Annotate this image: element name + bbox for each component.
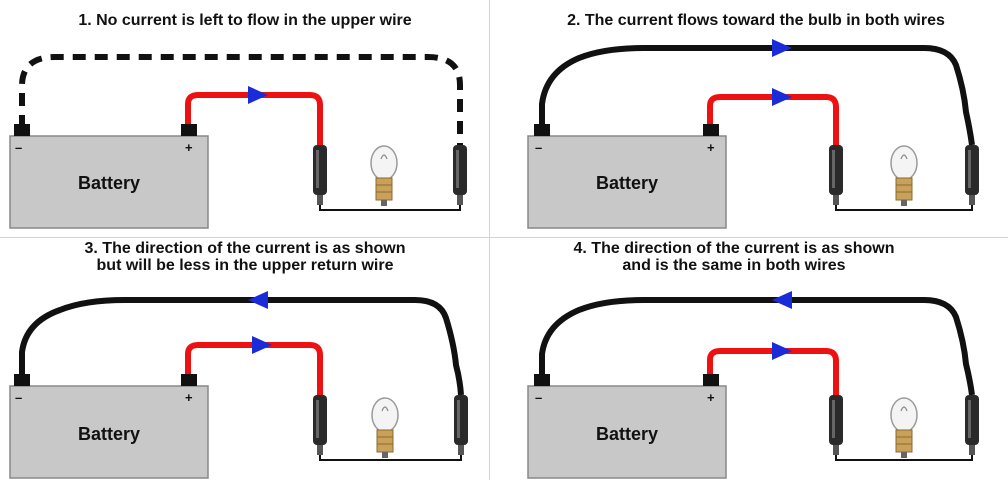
battery-label: Battery xyxy=(78,173,140,193)
bulb-lead-wire xyxy=(835,455,973,461)
positive-terminal xyxy=(181,124,197,136)
minus-sign: – xyxy=(535,390,542,405)
current-arrow-right xyxy=(772,342,792,360)
light-bulb xyxy=(890,397,918,458)
panel-3: 3. The direction of the current is as sh… xyxy=(0,240,504,480)
right-connector xyxy=(965,395,979,455)
bulb-lead-wire xyxy=(319,205,461,211)
black-upper-wire xyxy=(539,45,975,146)
left-connector xyxy=(313,145,327,205)
light-bulb xyxy=(890,145,918,206)
panel-3-caption: 3. The direction of the current is as sh… xyxy=(84,240,406,274)
battery-body xyxy=(527,385,727,479)
black-upper-wire xyxy=(539,297,975,396)
negative-terminal xyxy=(14,124,30,136)
horizontal-divider xyxy=(0,237,1008,238)
plus-sign: + xyxy=(185,390,193,405)
panel-1: 1. No current is left to flow in the upp… xyxy=(0,0,504,240)
battery-body xyxy=(9,385,209,479)
current-arrow-right xyxy=(772,88,792,106)
left-connector xyxy=(829,395,843,455)
bulb-lead-wire xyxy=(835,205,973,211)
left-connector xyxy=(829,145,843,205)
panel-1-caption: 1. No current is left to flow in the upp… xyxy=(78,12,412,29)
light-bulb xyxy=(370,145,398,206)
battery-label: Battery xyxy=(78,424,140,444)
left-connector xyxy=(313,395,327,455)
minus-sign: – xyxy=(15,390,22,405)
panel-1-circuit: – + Battery xyxy=(9,54,467,229)
panel-4-caption: 4. The direction of the current is as sh… xyxy=(573,240,895,274)
panel-3-circuit: – + Battery xyxy=(9,291,468,479)
positive-terminal xyxy=(703,124,719,136)
upper-arrow-left xyxy=(772,291,792,309)
panel-4-circuit: – + Battery xyxy=(527,291,979,479)
black-upper-wire xyxy=(19,297,464,396)
current-arrow-right xyxy=(252,336,272,354)
negative-terminal xyxy=(14,374,30,386)
bulb-lead-wire xyxy=(319,455,462,461)
current-arrow-right xyxy=(248,86,268,104)
battery-label: Battery xyxy=(596,173,658,193)
right-connector xyxy=(454,395,468,455)
negative-terminal xyxy=(534,124,550,136)
minus-sign: – xyxy=(535,140,542,155)
vertical-divider xyxy=(489,0,490,480)
battery-body xyxy=(527,135,727,229)
battery-body xyxy=(9,135,209,229)
positive-terminal xyxy=(703,374,719,386)
right-connector xyxy=(453,145,467,205)
positive-terminal xyxy=(181,374,197,386)
negative-terminal xyxy=(534,374,550,386)
plus-sign: + xyxy=(707,390,715,405)
panel-2-circuit: – + Battery xyxy=(527,39,979,229)
panel-2-caption: 2. The current flows toward the bulb in … xyxy=(567,12,945,29)
battery-label: Battery xyxy=(596,424,658,444)
plus-sign: + xyxy=(185,140,193,155)
panel-2: 2. The current flows toward the bulb in … xyxy=(504,0,1008,240)
plus-sign: + xyxy=(707,140,715,155)
dashed-upper-wire xyxy=(19,54,463,145)
minus-sign: – xyxy=(15,140,22,155)
light-bulb xyxy=(371,397,399,458)
upper-arrow-left xyxy=(248,291,268,309)
right-connector xyxy=(965,145,979,205)
panel-4: 4. The direction of the current is as sh… xyxy=(504,240,1008,480)
upper-arrow-right xyxy=(772,39,792,57)
